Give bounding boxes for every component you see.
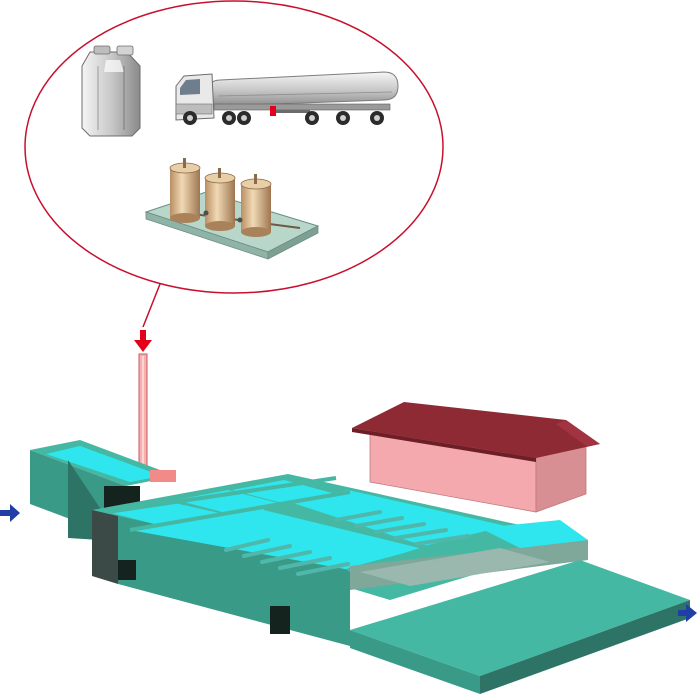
tanker-truck-icon <box>175 71 399 125</box>
outlet-flow-arrow <box>678 604 697 622</box>
chemical-supply-callout <box>24 0 444 328</box>
dosing-arrow <box>134 330 152 352</box>
settling-tanks <box>350 520 588 590</box>
building <box>352 402 600 513</box>
outlet-channel <box>350 560 690 694</box>
dosing-pipe <box>138 353 148 475</box>
jerrycan-icon <box>81 45 141 137</box>
storage-tank-skid-icon <box>144 158 320 260</box>
inlet-flow-arrow <box>0 504 20 522</box>
